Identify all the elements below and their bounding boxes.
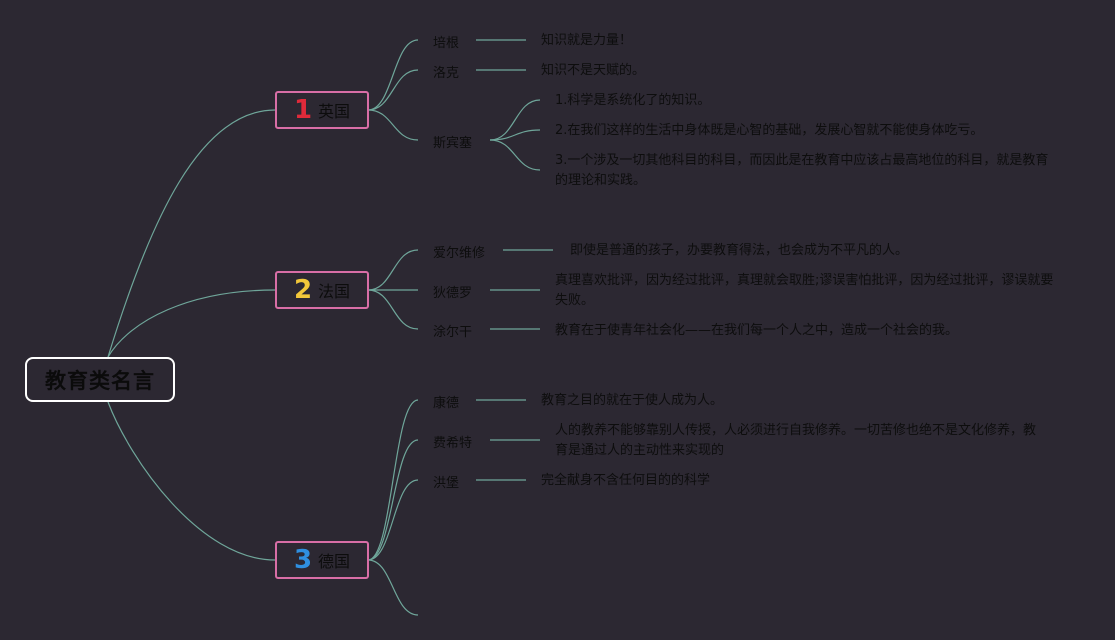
quote-node[interactable]: 1.科学是系统化了的知识。	[555, 93, 711, 108]
root-title: 教育类名言	[45, 368, 155, 393]
person-node-locke[interactable]: 洛克	[433, 66, 460, 81]
link-england-bacon	[367, 39, 419, 111]
person-node-spencer[interactable]: 斯宾塞	[433, 136, 473, 151]
quote-node[interactable]: 知识不是天赋的。	[541, 63, 646, 78]
person-node-durkheim[interactable]: 涂尔干	[433, 325, 473, 340]
link-spencer-quote-3	[489, 139, 541, 171]
country-number: 1	[293, 95, 313, 125]
link-spencer-quote-1	[489, 99, 541, 141]
country-node-england[interactable]: 1 英国	[275, 91, 369, 129]
link-root-france	[107, 289, 276, 358]
link-germany-fichte	[367, 439, 419, 561]
quote-node[interactable]: 人的教养不能够靠别人传授，人必须进行自我修养。一切苦修也绝不是文化修养，教育是通…	[555, 423, 1037, 458]
link-germany-kant	[367, 399, 419, 561]
person-node-fichte[interactable]: 费希特	[433, 436, 473, 451]
quote-node[interactable]: 知识就是力量！	[541, 33, 633, 48]
link-root-england	[107, 109, 276, 358]
person-node-kant[interactable]: 康德	[433, 396, 460, 411]
link-germany-humboldt	[367, 479, 419, 561]
quote-node[interactable]: 教育在于使青年社会化——在我们每一个人之中，造成一个社会的我。	[555, 323, 959, 338]
quote-node[interactable]: 2.在我们这样的生活中身体既是心智的基础，发展心智就不能使身体吃亏。	[555, 123, 984, 138]
country-number: 2	[293, 275, 313, 305]
link-spencer-quote-2	[489, 129, 541, 141]
link-germany-empty	[367, 559, 419, 616]
person-node-helvetius[interactable]: 爱尔维修	[433, 246, 486, 261]
link-england-locke	[367, 69, 419, 111]
country-node-france[interactable]: 2 法国	[275, 271, 369, 309]
person-node-diderot[interactable]: 狄德罗	[433, 286, 473, 301]
quote-node[interactable]: 真理喜欢批评，因为经过批评，真理就会取胜;谬误害怕批评，因为经过批评，谬误就要失…	[555, 273, 1054, 308]
person-node-humboldt[interactable]: 洪堡	[433, 476, 460, 491]
link-england-spencer	[367, 109, 419, 141]
quote-node[interactable]: 教育之目的就在于使人成为人。	[541, 393, 724, 408]
quote-node[interactable]: 完全献身不含任何目的的科学	[541, 473, 711, 488]
quote-node[interactable]: 即使是普通的孩子，办要教育得法，也会成为不平凡的人。	[570, 243, 909, 258]
country-name: 法国	[318, 282, 351, 301]
country-name: 德国	[318, 552, 351, 571]
quote-node[interactable]: 3.一个涉及一切其他科目的科目，而因此是在教育中应该占最高地位的科目，就是教育的…	[555, 153, 1049, 188]
link-root-germany	[107, 401, 276, 561]
link-france-durkheim	[367, 289, 419, 330]
person-node-bacon[interactable]: 培根	[433, 36, 460, 51]
country-number: 3	[293, 545, 313, 575]
root-node[interactable]: 教育类名言	[25, 357, 175, 402]
link-france-helvetius	[367, 249, 419, 291]
country-node-germany[interactable]: 3 德国	[275, 541, 369, 579]
country-name: 英国	[318, 102, 351, 121]
